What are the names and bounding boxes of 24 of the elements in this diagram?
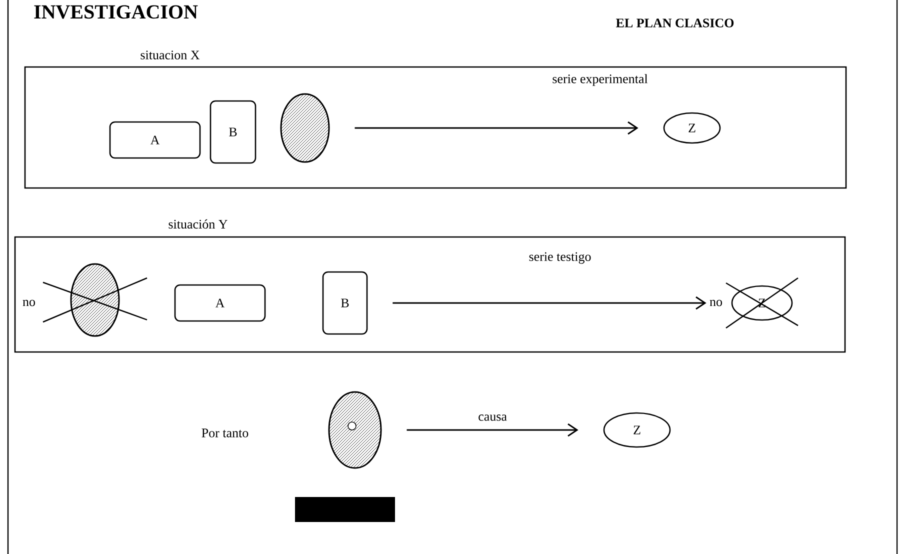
group-heading: situación Y xyxy=(168,219,228,229)
arrow xyxy=(406,423,578,437)
oval: Z xyxy=(603,412,671,448)
text-label: INVESTIGACION xyxy=(34,5,198,19)
edge-label: causa xyxy=(478,414,507,421)
oval: Z xyxy=(663,112,721,144)
arrow xyxy=(354,121,638,135)
title: EL PLAN CLASICO xyxy=(616,18,734,28)
group-box xyxy=(14,219,846,353)
text-label: Por tanto xyxy=(202,428,248,438)
rounded-box: A xyxy=(109,121,201,159)
series-label: serie experimental xyxy=(552,74,648,86)
rounded-box: B xyxy=(322,271,368,335)
hatched-ellipse xyxy=(280,93,330,163)
rounded-box: B xyxy=(210,100,256,164)
crossed-ellipse xyxy=(42,263,148,337)
series-label: serie testigo xyxy=(529,252,591,264)
group-heading: situacion X xyxy=(140,50,200,60)
beside-label: no xyxy=(710,300,722,306)
rounded-box: A xyxy=(174,284,266,322)
beside-label: no xyxy=(22,300,35,306)
hatched-ellipse xyxy=(328,391,382,469)
arrow xyxy=(392,296,706,310)
group-box xyxy=(24,50,847,189)
